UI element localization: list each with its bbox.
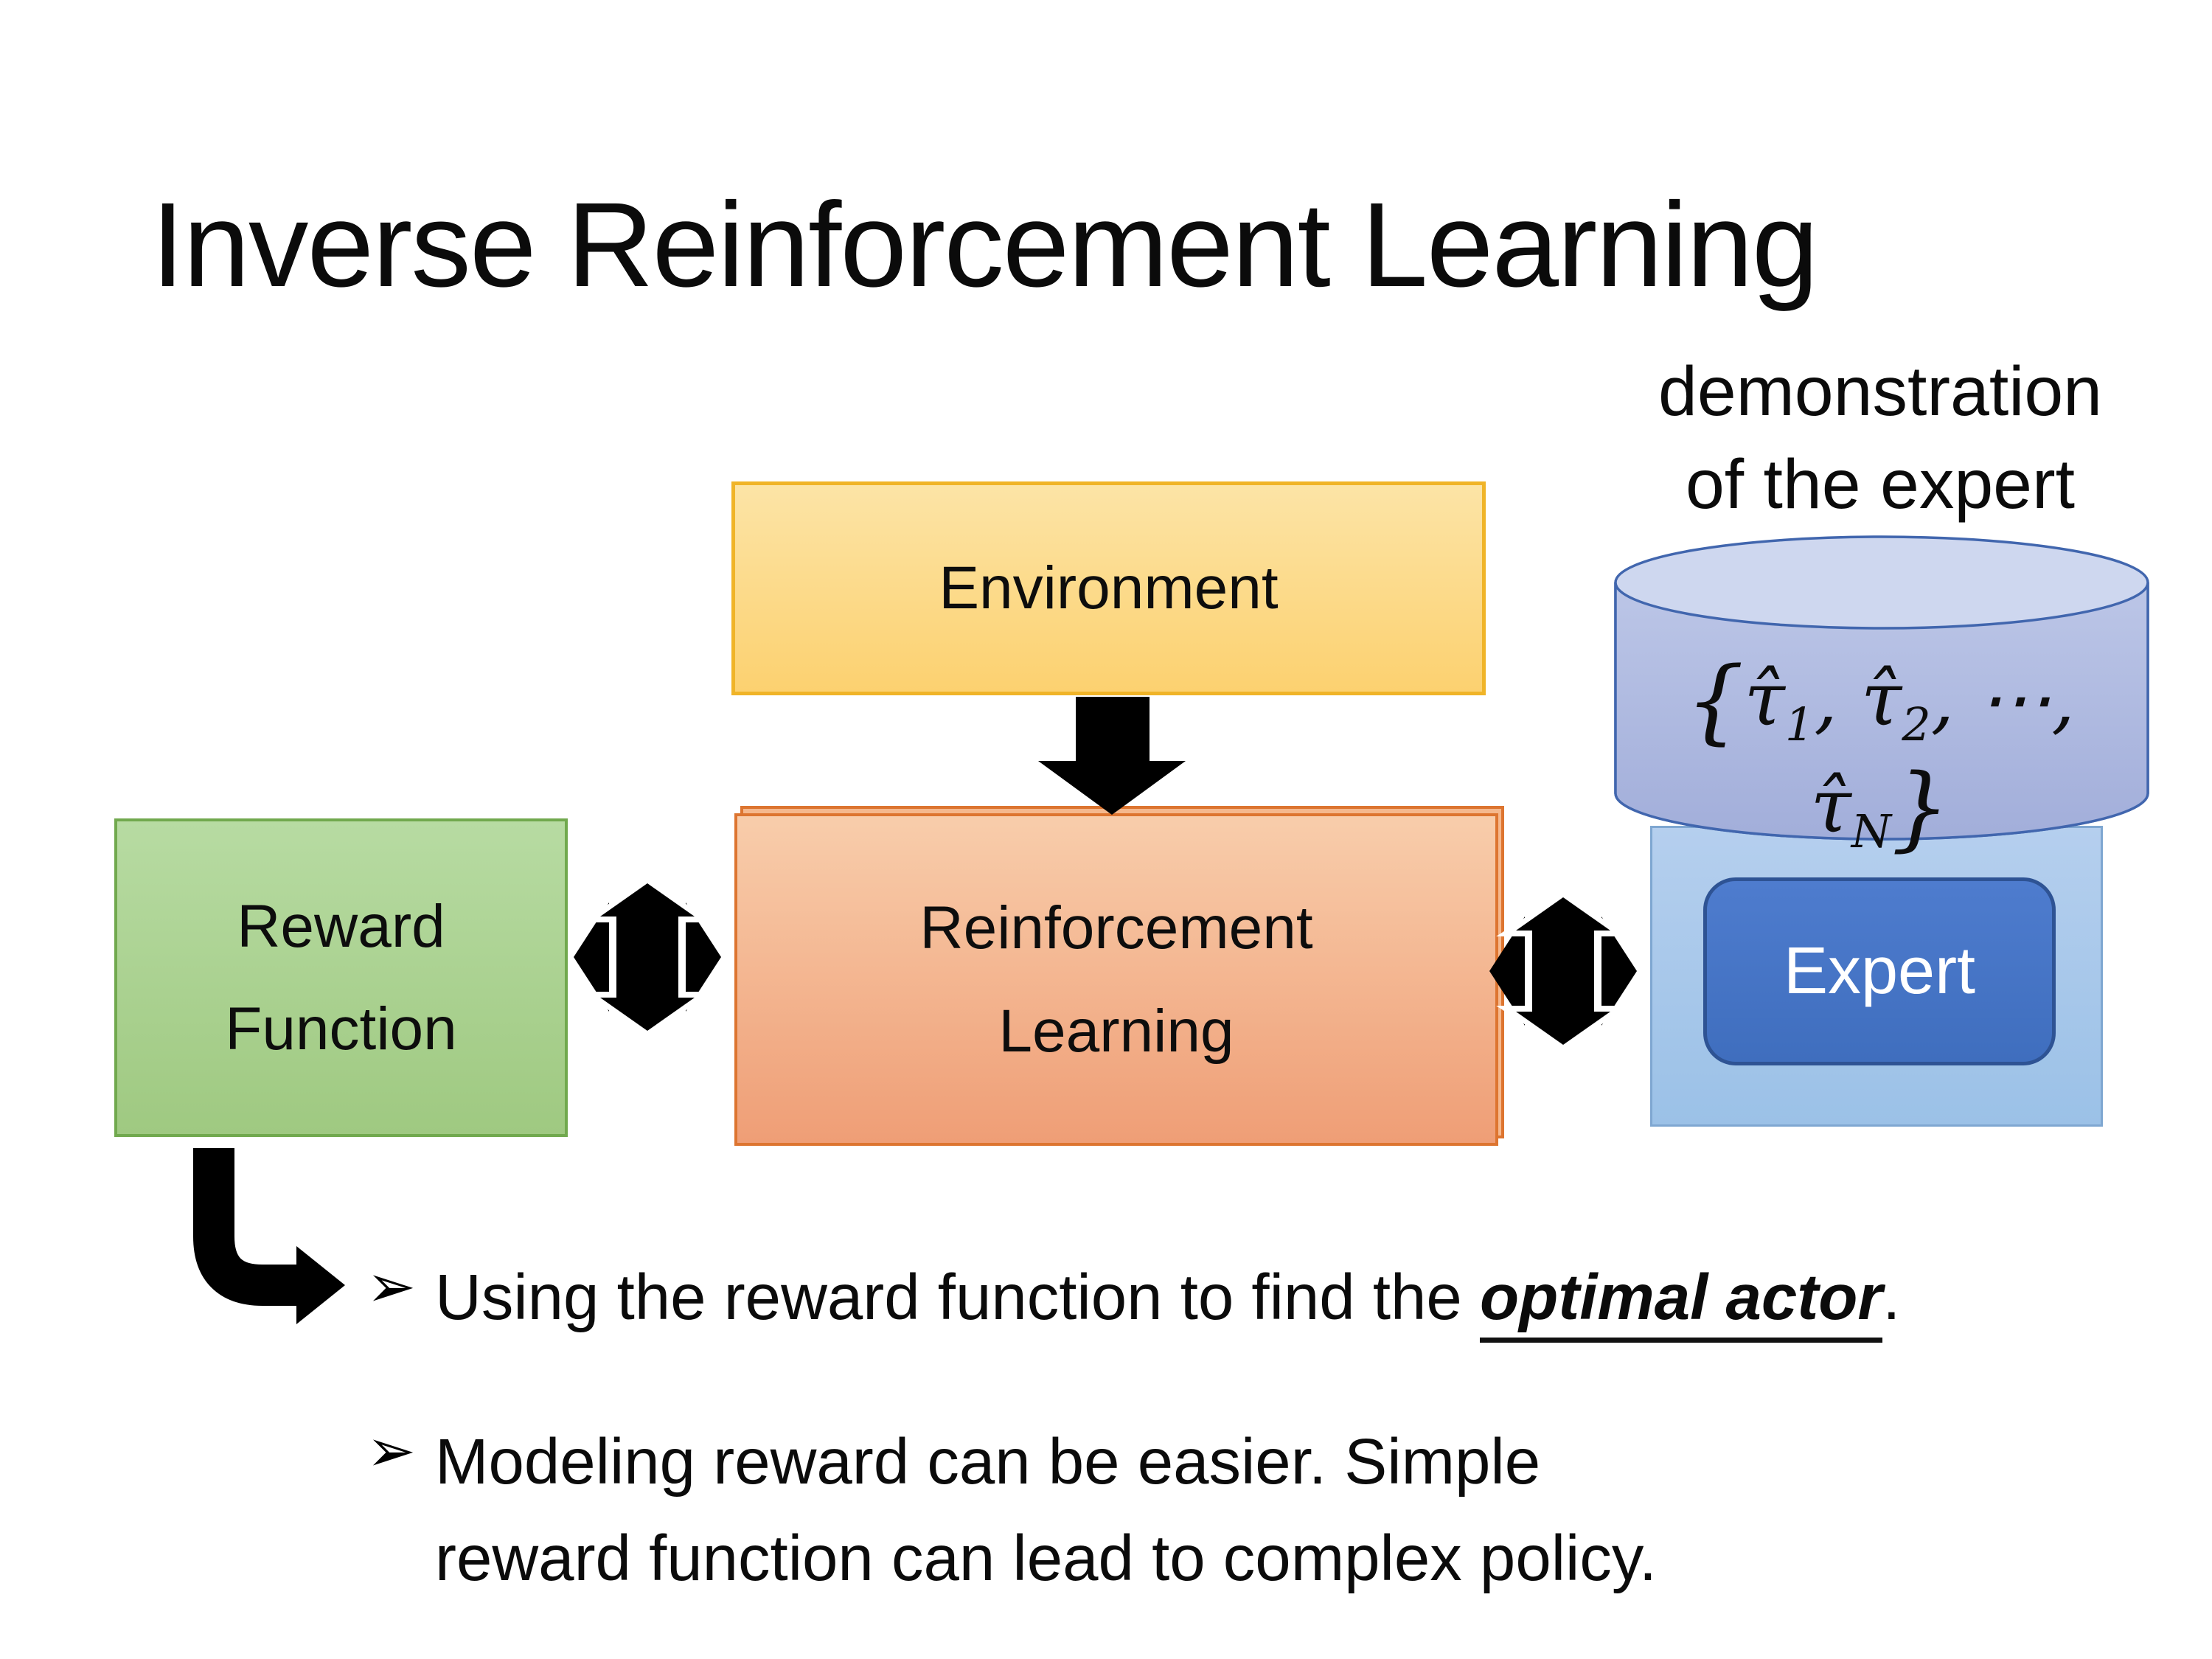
bullet1-emphasis: optimal actor — [1479, 1262, 1883, 1343]
bullet1-prefix: Using the reward function to find the — [435, 1262, 1480, 1333]
double-arrow-reward-rl — [574, 879, 721, 1035]
reward-label-line1: Reward — [237, 892, 445, 960]
environment-box: Environment — [731, 481, 1486, 695]
bullet1-text: Using the reward function to find the op… — [435, 1250, 2131, 1346]
bullet1-suffix: . — [1882, 1262, 1901, 1333]
formula-sub2: 2 — [1902, 698, 1931, 751]
demonstration-note-line1: demonstration — [1658, 352, 2102, 431]
elbow-arrow — [193, 1148, 345, 1324]
expert-label: Expert — [1783, 934, 1976, 1008]
expert-box: Expert — [1703, 877, 2056, 1065]
demonstration-note-line2: of the expert — [1685, 445, 2076, 524]
demonstration-note: demonstration of the expert — [1585, 345, 2175, 532]
down-arrow — [1038, 697, 1186, 815]
reward-label-line2: Function — [225, 995, 457, 1062]
double-arrow-rl-expert — [1489, 893, 1637, 1049]
formula-comma1: , — [1814, 656, 1861, 742]
trajectory-formula: {τ̂1, τ̂2, ⋯, τ̂N} — [1614, 647, 2146, 861]
bullet1-marker: ➢ — [366, 1253, 417, 1319]
formula-tau1: τ̂ — [1744, 656, 1785, 742]
bullet2-marker: ➢ — [366, 1418, 417, 1484]
reward-function-box: Reward Function — [114, 818, 568, 1137]
rl-label-line1: Reinforcement — [919, 894, 1313, 962]
formula-close-brace: } — [1891, 754, 1950, 861]
reinforcement-learning-box: Reinforcement Learning — [734, 813, 1498, 1146]
environment-label: Environment — [939, 554, 1279, 622]
rl-label-line2: Learning — [998, 997, 1234, 1065]
formula-comma3: , — [2051, 656, 2076, 742]
slide-title: Inverse Reinforcement Learning — [151, 177, 1819, 312]
formula-subN: N — [1851, 804, 1892, 858]
formula-tauN: τ̂ — [1810, 763, 1851, 849]
formula-comma2: , — [1930, 656, 1978, 742]
demonstration-cylinder — [1614, 535, 2149, 841]
formula-tau2: τ̂ — [1860, 656, 1902, 742]
bullet2-text: Modeling reward can be easier. Simple re… — [435, 1426, 1658, 1594]
formula-dots: ⋯ — [1978, 656, 2052, 742]
formula-sub1: 1 — [1784, 698, 1815, 751]
formula-open-brace: { — [1685, 647, 1745, 754]
